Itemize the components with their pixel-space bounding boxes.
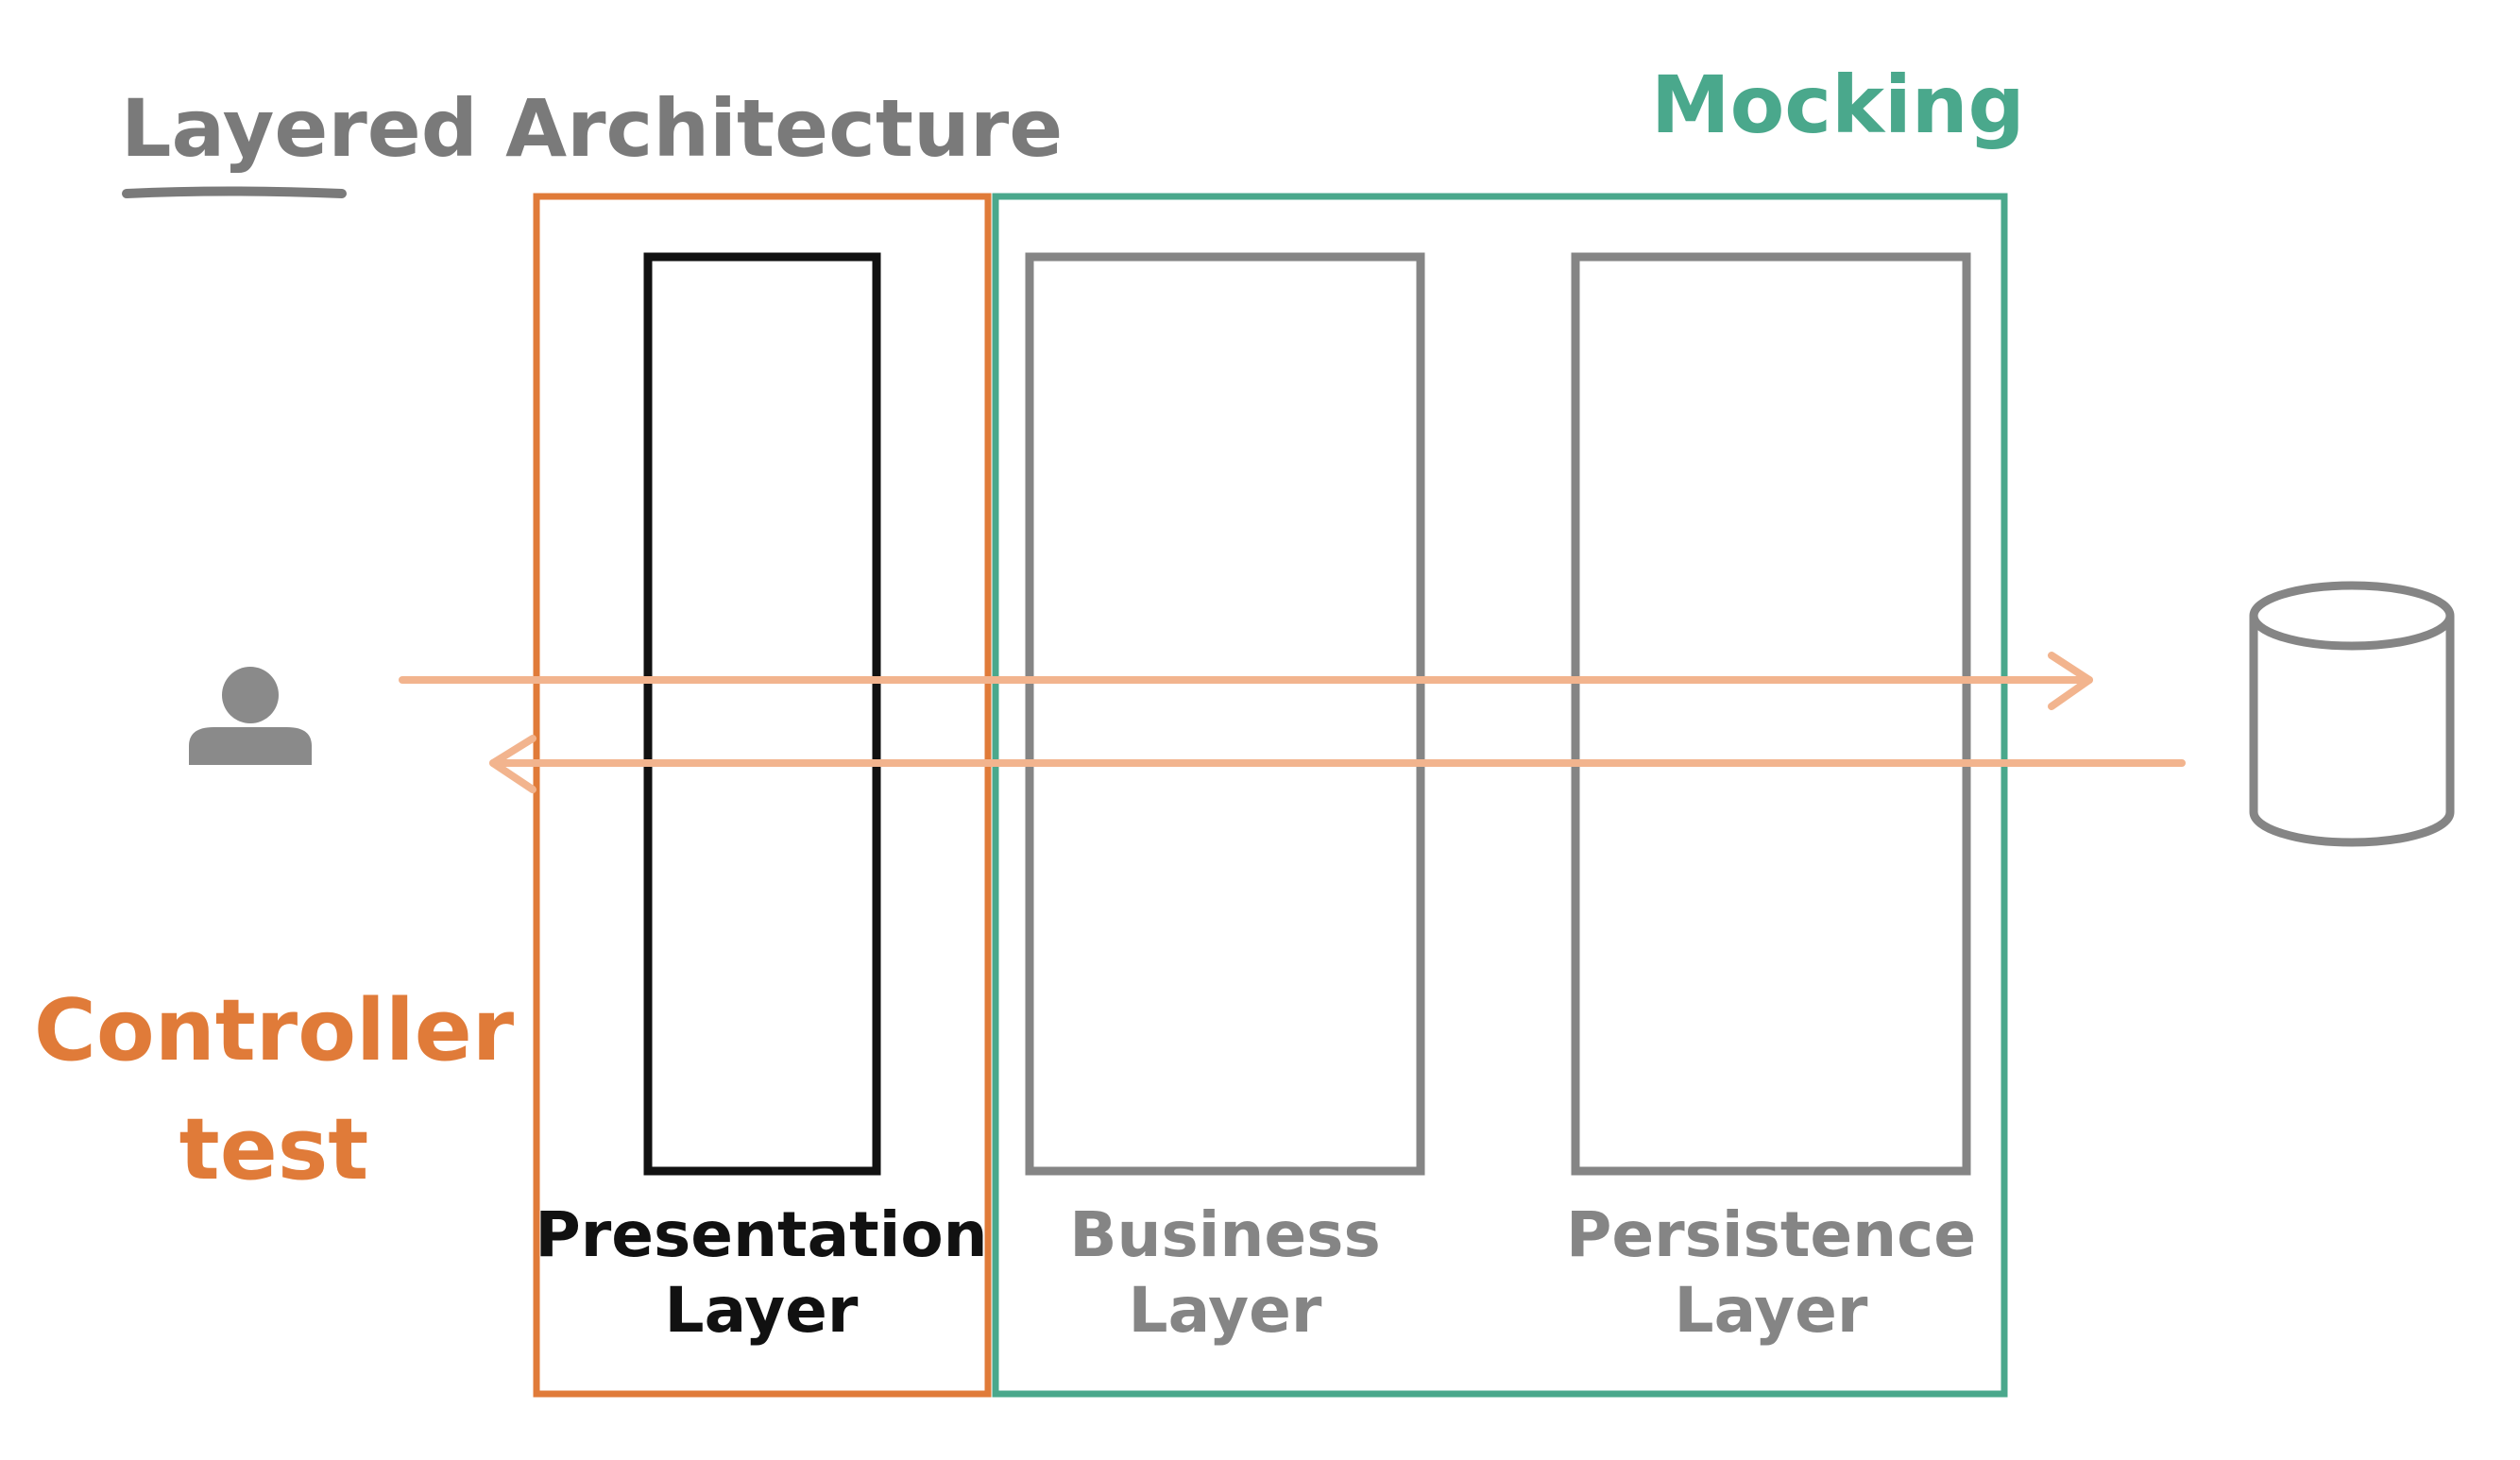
persistence-layer-label-line2: Layer (1675, 1274, 1868, 1347)
persistence-layer-label-line1: Persistence (1566, 1198, 1976, 1271)
presentation-layer-label-line1: Presentation (535, 1198, 987, 1271)
database-icon (2249, 581, 2455, 847)
user-icon (189, 667, 312, 765)
business-layer-label-line2: Layer (1129, 1274, 1322, 1347)
controller-test-label-line2: test (179, 1100, 369, 1199)
mocking-label: Mocking (1651, 59, 2025, 151)
response-arrow (489, 735, 2186, 793)
mocking-boundary (992, 193, 2008, 1398)
controller-test-label-line1: Controller (34, 981, 515, 1080)
business-layer-label-line1: Business (1069, 1198, 1381, 1271)
presentation-layer-box (643, 252, 881, 1176)
controller-test-boundary (533, 193, 992, 1398)
title-underline (122, 186, 347, 198)
business-layer-box (1025, 252, 1425, 1176)
diagram-title: Layered Architecture (121, 82, 1063, 175)
presentation-layer-label-line2: Layer (665, 1274, 859, 1347)
request-arrow (399, 652, 2093, 710)
persistence-layer-box (1571, 252, 1971, 1176)
